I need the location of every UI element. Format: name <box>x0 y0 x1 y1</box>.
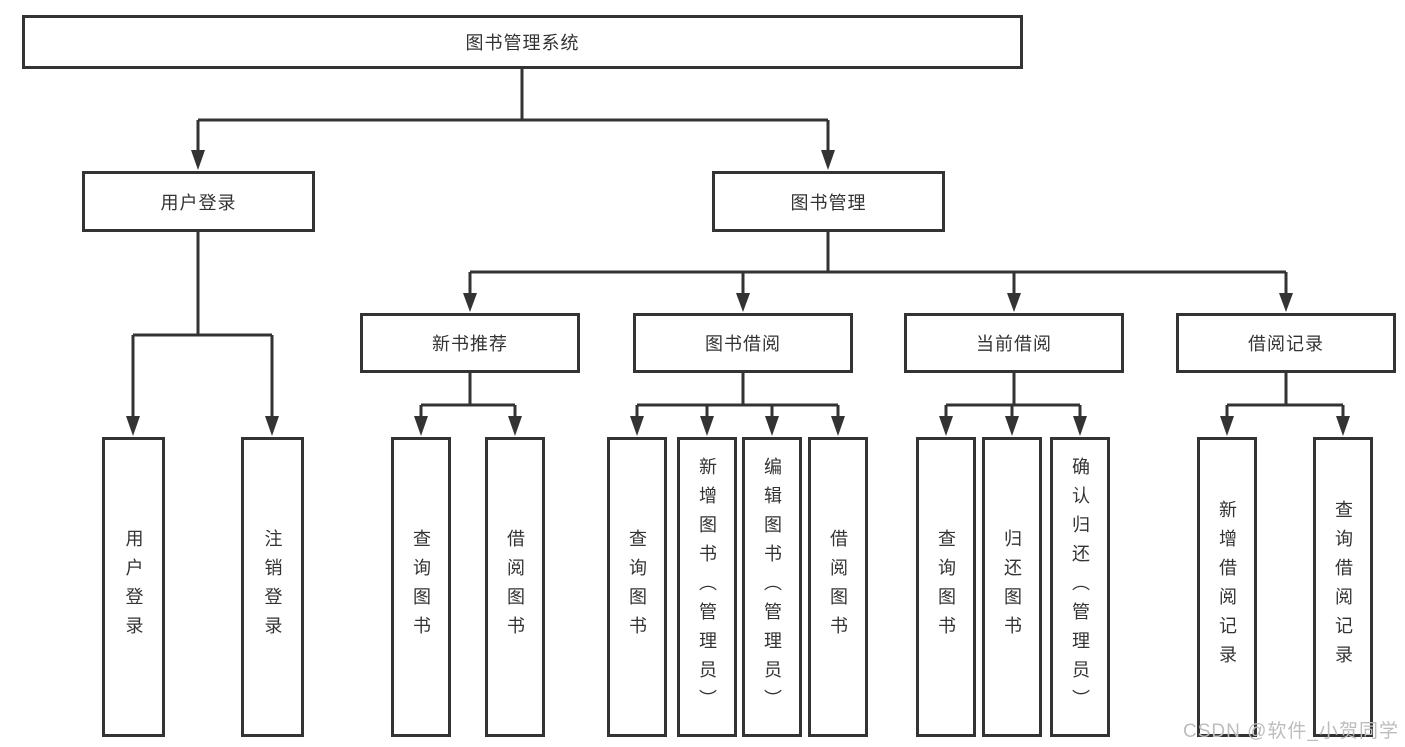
leaf-current-query-book: 查询图书 <box>916 437 976 737</box>
node-root-library-system: 图书管理系统 <box>22 15 1023 69</box>
csdn-watermark: CSDN @软件_小贺同学 <box>1183 721 1399 742</box>
node-user-login: 用户登录 <box>82 171 315 232</box>
leaf-borrow-book: 借阅图书 <box>808 437 868 737</box>
leaf-add-book-admin: 新增图书（管理员） <box>677 437 737 737</box>
node-current-borrow: 当前借阅 <box>904 313 1124 373</box>
leaf-query-borrow-record: 查询借阅记录 <box>1313 437 1373 737</box>
leaf-confirm-return-admin: 确认归还（管理员） <box>1050 437 1110 737</box>
leaf-recommend-borrow-book: 借阅图书 <box>485 437 545 737</box>
leaf-recommend-query-book: 查询图书 <box>391 437 451 737</box>
leaf-borrow-query-book: 查询图书 <box>607 437 667 737</box>
node-borrow-record: 借阅记录 <box>1176 313 1396 373</box>
leaf-logout: 注销登录 <box>241 437 304 737</box>
leaf-edit-book-admin: 编辑图书（管理员） <box>742 437 802 737</box>
leaf-return-book: 归还图书 <box>982 437 1042 737</box>
node-new-book-recommend: 新书推荐 <box>360 313 580 373</box>
node-book-borrow: 图书借阅 <box>633 313 853 373</box>
leaf-user-login: 用户登录 <box>102 437 165 737</box>
node-book-management: 图书管理 <box>712 171 945 232</box>
leaf-add-borrow-record: 新增借阅记录 <box>1197 437 1257 737</box>
